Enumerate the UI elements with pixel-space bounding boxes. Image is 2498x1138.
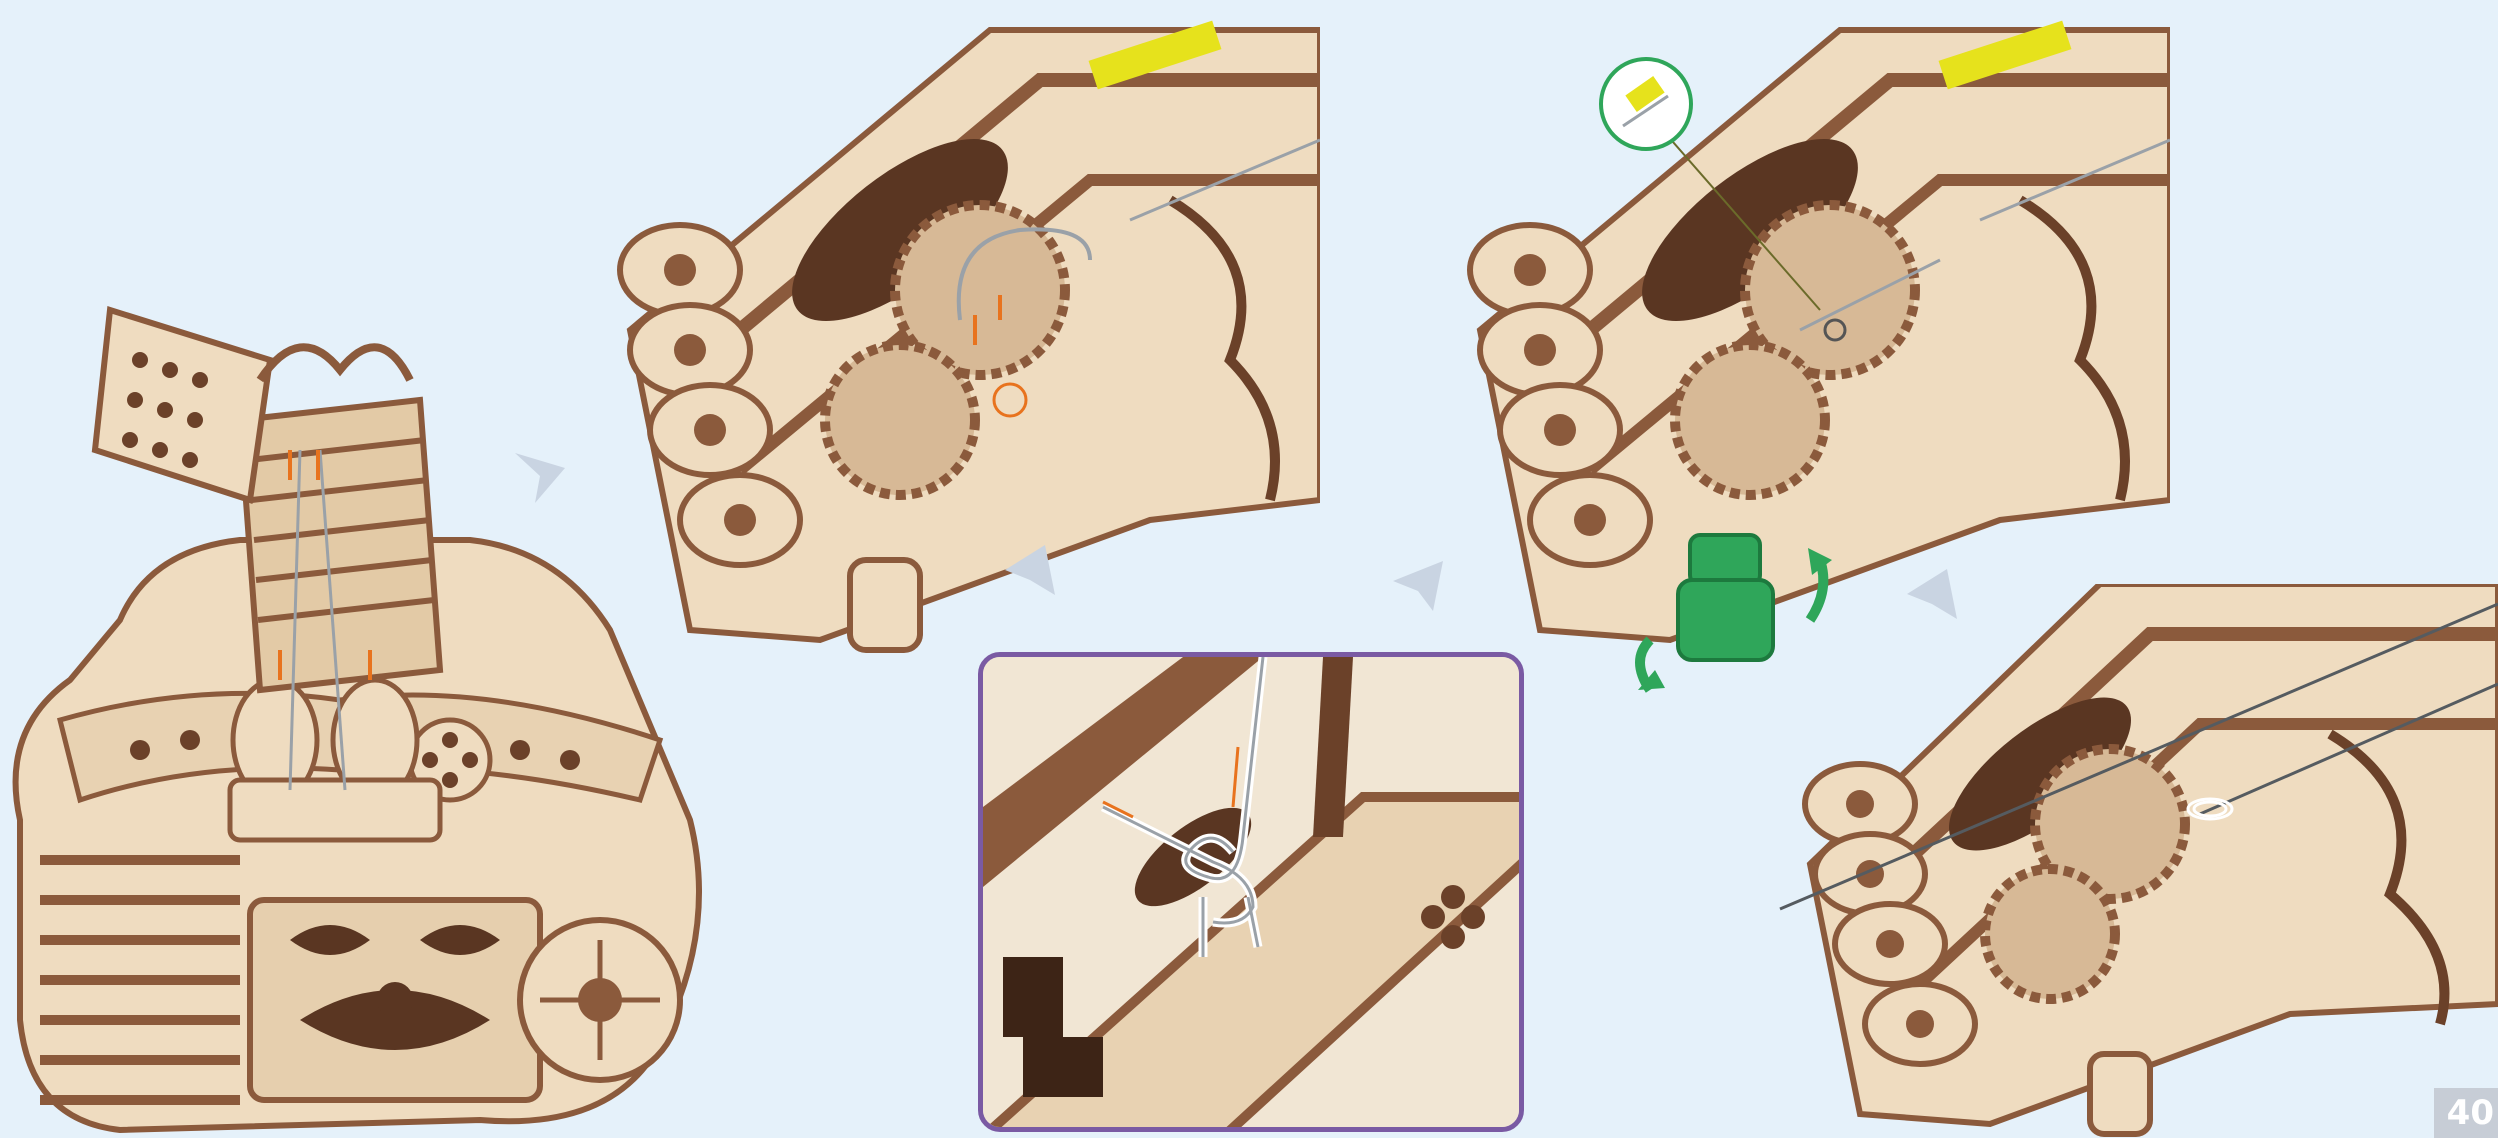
head-closeup-illustration-1 [570, 0, 1320, 680]
head-closeup-illustration-3 [1770, 584, 2498, 1138]
page-number-badge: 40 [2434, 1088, 2498, 1138]
page-number: 40 [2447, 1093, 2494, 1133]
flow-arrow-right-1 [510, 448, 570, 508]
knot-detail-inset [978, 652, 1524, 1132]
string-cut-callout [1598, 56, 1694, 152]
flow-arrow-down-1 [1000, 540, 1060, 600]
